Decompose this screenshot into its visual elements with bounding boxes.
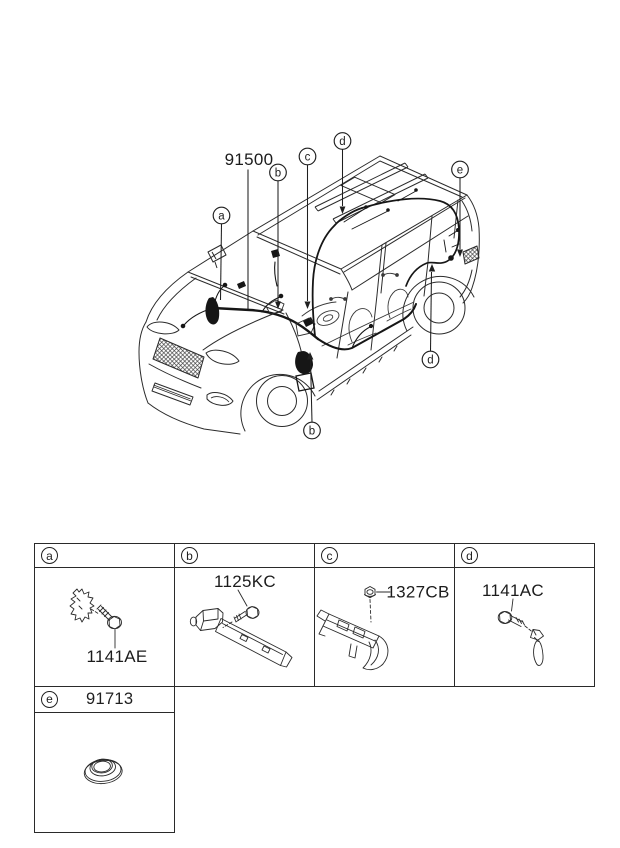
legend-cell-d-header: d (455, 544, 594, 568)
callout-badge-c: c (321, 547, 338, 564)
roof-harness (361, 197, 460, 287)
callout-c: c (298, 147, 317, 166)
side-mirror (207, 244, 227, 269)
callout-c-letter: c (305, 152, 311, 164)
bracket-drawing (322, 613, 380, 649)
leader-a (219, 223, 223, 301)
lower-intake (151, 382, 194, 406)
part-number-1125KC: 1125KC (214, 572, 276, 591)
part-number-1327CB: 1327CB (386, 583, 449, 602)
callout-e: e (451, 160, 469, 179)
legend-row-1: a 1141AE (34, 543, 595, 687)
clip-and-bolt-drawing: 1141AE (69, 588, 147, 666)
callout-d-side-letter: d (427, 355, 433, 367)
legend-cell-b: b 1125KC (175, 544, 315, 686)
part-number-1141AE: 1141AE (86, 647, 147, 666)
front-wheel (256, 375, 308, 427)
bolt-drawing (98, 606, 113, 621)
floor-harness-main (211, 306, 320, 341)
bolt-drawing (499, 611, 511, 624)
connector-c-target (303, 317, 314, 327)
callout-e-letter: e (457, 165, 463, 177)
callout-d-top: d (333, 132, 352, 150)
anchor-clip-drawing (530, 629, 544, 641)
leader-b-bottom (309, 359, 313, 423)
legend-cell-d: d 1141AC (455, 544, 594, 686)
callout-a: a (212, 206, 231, 225)
bolt-drawing (246, 606, 259, 619)
interior-details (301, 272, 415, 347)
wiring-clip-drawing (69, 588, 95, 623)
bracket-and-nut-drawing: 1327CB (316, 583, 449, 671)
callout-b-top: b (269, 163, 287, 182)
legend-cell-d-body: 1141AC (455, 568, 594, 689)
bolt-and-anchor-drawing: 1141AC (482, 581, 544, 666)
legend-cell-c: c (315, 544, 455, 686)
taillight (462, 245, 480, 265)
legend-cell-c-body: 1327CB (315, 568, 454, 689)
callout-b-letter: b (275, 168, 281, 180)
harness-part-number: 91500 (225, 150, 274, 169)
sunroof-panel (340, 176, 396, 204)
callout-b-bottom-letter: b (309, 426, 315, 438)
steering-wheel (316, 310, 340, 326)
leader-lines (219, 149, 463, 423)
legend-cell-e-body (35, 713, 174, 836)
callout-badge-d: d (461, 547, 478, 564)
front-fascia (146, 245, 480, 406)
callout-badge-a: a (41, 547, 58, 564)
nut-drawing (364, 586, 376, 599)
vehicle-harness-illustration: 91500 a b c d e d b (138, 132, 480, 440)
junction-box (295, 372, 315, 392)
grille-mesh (152, 337, 205, 379)
in-situ-bracket-b (265, 299, 285, 315)
legend-cell-c-header: c (315, 544, 454, 568)
in-situ-bracket-c (295, 317, 316, 337)
legend-cell-a-header: a (35, 544, 174, 568)
part-number-91713: 91713 (86, 689, 134, 708)
callout-d-side: d (421, 350, 440, 369)
callout-badge-b: b (181, 547, 198, 564)
headlight-left (146, 321, 180, 335)
rear-wheel (412, 281, 466, 335)
legend-cell-e: e 91713 (34, 685, 175, 836)
part-number-1141AC: 1141AC (482, 581, 544, 600)
legend-cell-e-header: e 91713 (35, 687, 174, 713)
legend-cell-b-header: b (175, 544, 314, 568)
fog-light (206, 392, 234, 406)
callout-badge-e: e (41, 690, 58, 708)
harness-connectors (205, 249, 316, 392)
pillar-harness (311, 207, 363, 337)
connector-a-target (205, 297, 220, 325)
bracket-and-bolt-drawing: 1125KC (189, 572, 293, 668)
vehicle-outline (138, 155, 480, 435)
legend-cell-a: a 1141AE (35, 544, 175, 686)
wiring-harness (180, 188, 460, 351)
legend-table: a 1141AE (34, 543, 595, 833)
leader-d-side (429, 271, 433, 352)
grommet-drawing (83, 758, 123, 784)
headlight-right (205, 349, 240, 365)
legend-cell-a-body: 1141AE (35, 568, 174, 689)
callout-d-letter: d (339, 136, 345, 148)
legend-cell-b-body: 1125KC (175, 568, 314, 689)
roof-rails (314, 162, 429, 224)
bracket-drawing (195, 608, 224, 631)
wheels (256, 281, 466, 427)
rocker-harness (317, 303, 417, 351)
callout-a-letter: a (218, 211, 225, 223)
callout-b-bottom: b (303, 421, 321, 440)
